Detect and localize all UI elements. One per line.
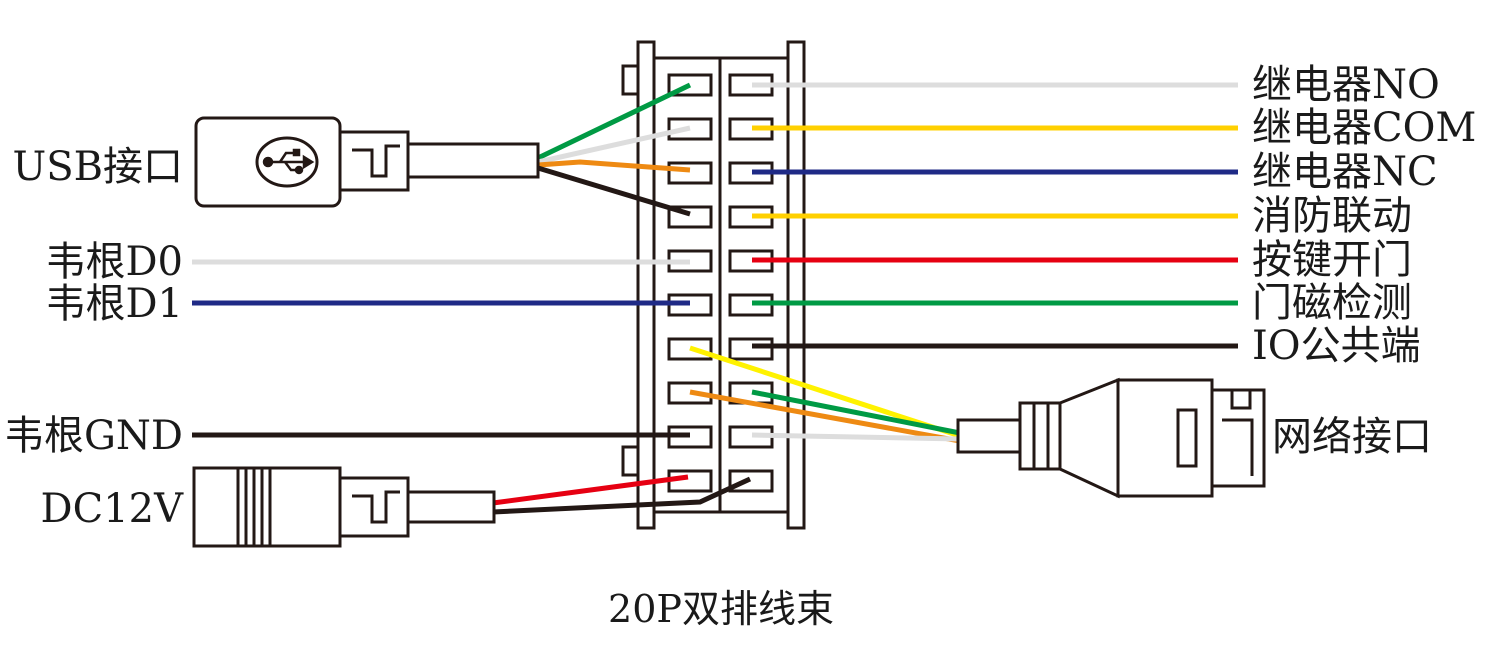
label-dc12v: DC12V xyxy=(41,486,185,532)
wire-net-green xyxy=(751,389,961,436)
dc-barrel-connector-icon xyxy=(192,466,496,548)
wire-net-yellow xyxy=(689,345,961,439)
label-wiegand-d0: 韦根D0 xyxy=(45,239,183,285)
label-button-open: 按键开门 xyxy=(1252,237,1412,283)
label-wiegand-d1: 韦根D1 xyxy=(45,281,183,327)
label-fire-link: 消防联动 xyxy=(1252,193,1412,239)
wire-net-white xyxy=(751,432,961,442)
label-usb-port: USB接口 xyxy=(12,144,183,190)
label-network-port: 网络接口 xyxy=(1272,414,1432,460)
usb-icon xyxy=(262,148,315,175)
wire-usb-white xyxy=(537,125,691,165)
wire-net-orange xyxy=(689,389,961,444)
label-relay-no: 继电器NO xyxy=(1252,62,1440,108)
label-relay-com: 继电器COM xyxy=(1252,105,1476,151)
label-wiegand-gnd: 韦根GND xyxy=(4,413,183,459)
label-door-sensor: 门磁检测 xyxy=(1252,280,1412,326)
label-relay-nc: 继电器NC xyxy=(1252,149,1438,195)
wire-usb-orange xyxy=(537,159,691,173)
network-wires xyxy=(689,345,961,444)
label-io-common: IO公共端 xyxy=(1252,323,1421,369)
wire-dc-black xyxy=(492,476,752,515)
usb-connector-icon xyxy=(194,116,540,208)
wire-dc-red xyxy=(492,474,689,506)
rj45-connector-icon xyxy=(956,377,1266,499)
left-wires xyxy=(192,82,752,515)
diagram-caption: 20P双排线束 xyxy=(608,587,834,631)
wire-usb-black xyxy=(537,165,691,217)
right-wires xyxy=(752,82,1238,349)
wire-usb-green xyxy=(536,82,692,161)
harness-connector-icon xyxy=(621,40,806,530)
